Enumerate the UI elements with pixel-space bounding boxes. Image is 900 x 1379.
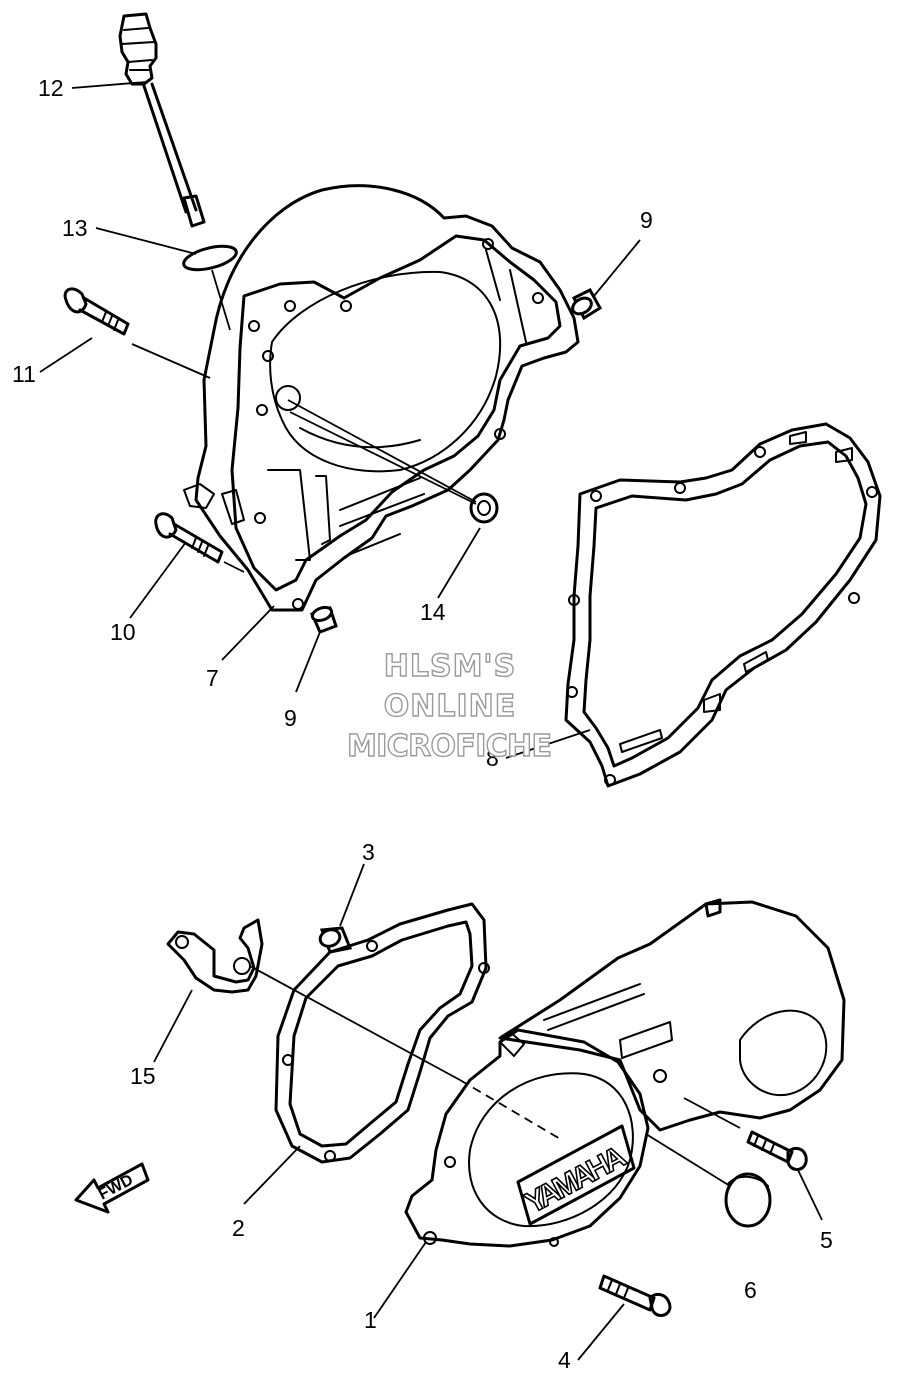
part-3-dowel[interactable] [318, 926, 353, 954]
callout-9-lower: 9 [284, 705, 297, 731]
part-13-o-ring[interactable] [181, 242, 238, 274]
part-10-bolt[interactable] [154, 512, 224, 564]
callout-8: 8 [486, 745, 499, 771]
part-11-bolt[interactable] [63, 287, 130, 336]
part-9-dowel-upper[interactable] [570, 288, 603, 321]
callout-11: 11 [12, 361, 36, 387]
part-15-bracket[interactable] [166, 918, 264, 994]
callout-3: 3 [362, 839, 375, 865]
callout-6: 6 [744, 1277, 757, 1303]
callout-1: 1 [364, 1307, 377, 1333]
callout-13: 13 [62, 215, 88, 241]
part-14-oil-seal[interactable] [469, 492, 499, 524]
callout-2: 2 [232, 1215, 245, 1241]
part-5-bolt[interactable] [746, 1130, 808, 1171]
callout-4: 4 [558, 1347, 571, 1373]
leader-lines [39, 81, 823, 1361]
watermark-line-1: HLSM'S [384, 649, 516, 684]
callout-9-upper: 9 [640, 207, 653, 233]
callout-12: 12 [38, 75, 64, 101]
part-9-dowel-lower[interactable] [309, 605, 338, 634]
callout-5: 5 [820, 1227, 833, 1253]
callout-10: 10 [110, 619, 136, 645]
watermark-line-3: MICROFICHE [347, 729, 553, 764]
part-2-gasket[interactable] [274, 902, 490, 1164]
callout-14: 14 [420, 599, 446, 625]
part-6-plug[interactable] [724, 1172, 772, 1228]
part-4-bolt[interactable] [598, 1274, 672, 1317]
part-7-crankcase-cover[interactable] [183, 184, 580, 612]
part-8-gasket[interactable] [564, 422, 882, 788]
callout-7: 7 [206, 665, 219, 691]
callout-15: 15 [130, 1063, 156, 1089]
watermark-line-2: ONLINE [384, 689, 517, 724]
callout-labels: 12 13 11 9 14 10 7 9 8 3 15 2 1 4 6 5 [12, 75, 833, 1373]
part-12-dipstick[interactable] [118, 12, 206, 228]
watermark: HLSM'S ONLINE MICROFICHE [346, 648, 553, 764]
fwd-direction-arrow: FWD [74, 1162, 150, 1214]
